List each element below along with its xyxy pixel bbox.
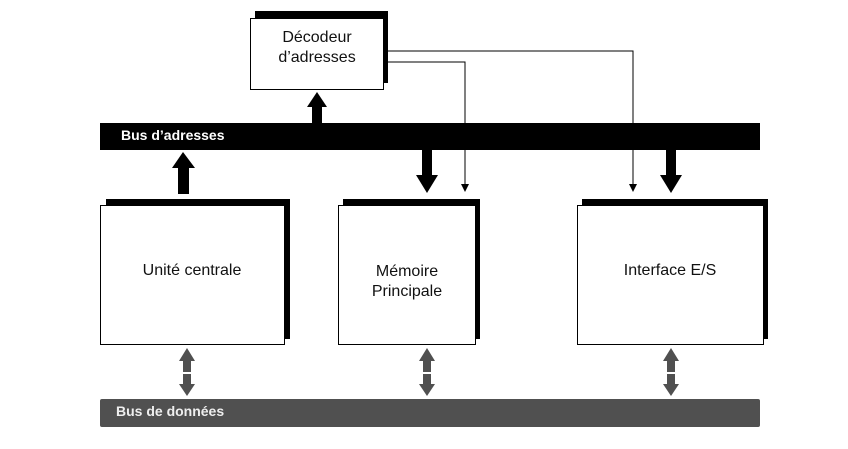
memory-label: Mémoire Principale [338, 262, 476, 302]
arrow-down-icon [416, 150, 438, 193]
address-bus-label: Bus d’adresses [121, 127, 225, 143]
bidirectional-arrow-icon [419, 348, 435, 396]
cpu-box [100, 205, 285, 345]
cpu-label: Unité centrale [142, 262, 242, 279]
decoder-label: Décodeur d’adresses [250, 28, 384, 68]
decoder-label-line2: d’adresses [278, 49, 356, 66]
address-bus-bar [100, 123, 760, 150]
io-label: Interface E/S [623, 262, 717, 279]
arrow-up-icon [172, 152, 195, 194]
io-box [577, 205, 764, 345]
chip-select-line-io [385, 50, 637, 192]
decoder-label-line1: Décodeur [282, 29, 352, 46]
bidirectional-arrow-icon [179, 348, 195, 396]
data-bus-bar [100, 399, 760, 427]
memory-label-line2: Principale [371, 283, 443, 300]
memory-box [338, 205, 476, 345]
arrow-up-icon [307, 92, 327, 123]
decoder-box [250, 18, 384, 90]
memory-label-line1: Mémoire [375, 263, 439, 280]
chip-select-line-memory [385, 61, 469, 192]
arrow-down-icon [660, 150, 682, 193]
data-bus-label: Bus de données [116, 403, 225, 419]
bidirectional-arrow-icon [663, 348, 679, 396]
